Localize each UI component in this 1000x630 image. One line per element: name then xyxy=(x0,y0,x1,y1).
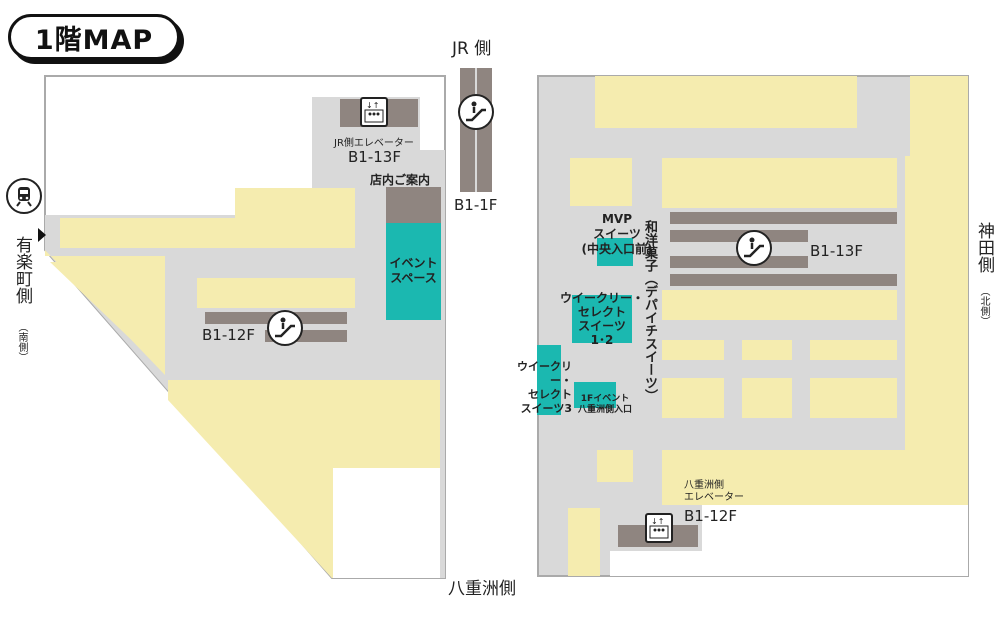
west-shop-2b xyxy=(168,385,360,578)
east-block xyxy=(537,75,969,577)
east-escalator-1 xyxy=(670,212,897,224)
east-shop-e xyxy=(742,378,792,418)
event-entrance-label: 1Fイベント 八重洲側入口 xyxy=(577,394,632,415)
svg-text:↓↑: ↓↑ xyxy=(366,101,379,110)
train-icon xyxy=(6,178,42,214)
east-shop-h xyxy=(570,158,632,206)
weekly-select-3-area[interactable] xyxy=(537,345,561,415)
jr-elevator-label: JR側エレベーター xyxy=(334,138,414,149)
east-shop-right-2 xyxy=(905,315,968,505)
kanda-side-label: 神田側 xyxy=(974,222,994,273)
info-counter-label: 店内ご案内 xyxy=(370,173,431,187)
west-shop-4 xyxy=(197,278,355,308)
west-escalator-floors: B1-12F xyxy=(202,326,255,344)
west-shop-5 xyxy=(235,188,355,218)
entrance-arrow-icon xyxy=(38,228,46,242)
jr-elevator-floors: B1-13F xyxy=(348,148,401,166)
jr-escalator-corridor xyxy=(460,68,492,192)
west-escalator-icon xyxy=(267,310,303,346)
east-shop-c xyxy=(810,340,897,360)
mvp-suites-area[interactable] xyxy=(597,238,633,266)
yaesu-elevator-label: 八重洲側 エレベーター xyxy=(684,480,744,503)
east-shop-b xyxy=(742,340,792,360)
weekly-select-12-label: ウイークリー・ セレクト スイーツ 1･2 xyxy=(559,291,644,347)
yaesu-elevator-icon: ↓↑ xyxy=(645,513,673,543)
event-space[interactable] xyxy=(386,223,441,320)
yurakucho-sub-label: （南側） xyxy=(16,322,27,362)
info-counter xyxy=(386,187,441,223)
page-title: 1階MAP xyxy=(8,14,180,60)
east-escalator-icon xyxy=(736,230,772,266)
east-escalator-4 xyxy=(670,274,897,286)
east-shop-upper xyxy=(662,158,897,208)
west-shop-6b xyxy=(105,232,355,248)
mvp-suites-label: MVP スイーツ (中央入口前) xyxy=(581,212,653,256)
event-space-label: イベント スペース xyxy=(389,256,438,285)
west-white-area xyxy=(333,468,440,578)
east-shop-a xyxy=(662,340,724,360)
yaesu-side-label: 八重洲側 xyxy=(448,579,516,599)
jr-elevator-icon: ↓↑ xyxy=(360,97,388,127)
east-escalator-floors: B1-13F xyxy=(810,242,863,260)
east-shop-mid xyxy=(662,290,897,320)
yurakucho-side-label: 有楽町側 xyxy=(12,236,32,304)
kanda-sub-label: （北側） xyxy=(978,286,989,326)
west-shop-1b xyxy=(50,262,165,372)
east-shop-d xyxy=(662,378,724,418)
east-escalator-3 xyxy=(670,256,808,268)
jr-escalator-icon xyxy=(458,94,494,130)
jr-escalator-floors: B1-1F xyxy=(454,196,498,214)
svg-text:↓↑: ↓↑ xyxy=(651,517,664,526)
yaesu-elevator-floors: B1-12F xyxy=(684,507,737,525)
east-shop-i xyxy=(568,508,600,576)
east-shop-g xyxy=(597,450,633,482)
east-shop-top xyxy=(595,76,857,128)
west-shop-3 xyxy=(360,380,440,468)
east-shop-top-right xyxy=(910,76,968,156)
weekly-select-3-label: ウイークリー・ セレクト スイーツ3 xyxy=(517,360,572,415)
weekly-select-12-area[interactable] xyxy=(572,295,632,343)
east-shop-f xyxy=(810,378,897,418)
jr-side-label: JR 側 xyxy=(452,39,492,59)
event-entrance-area[interactable] xyxy=(574,382,616,408)
wagashi-label: 和洋菓子（デパイチスイーツ） xyxy=(642,220,657,402)
